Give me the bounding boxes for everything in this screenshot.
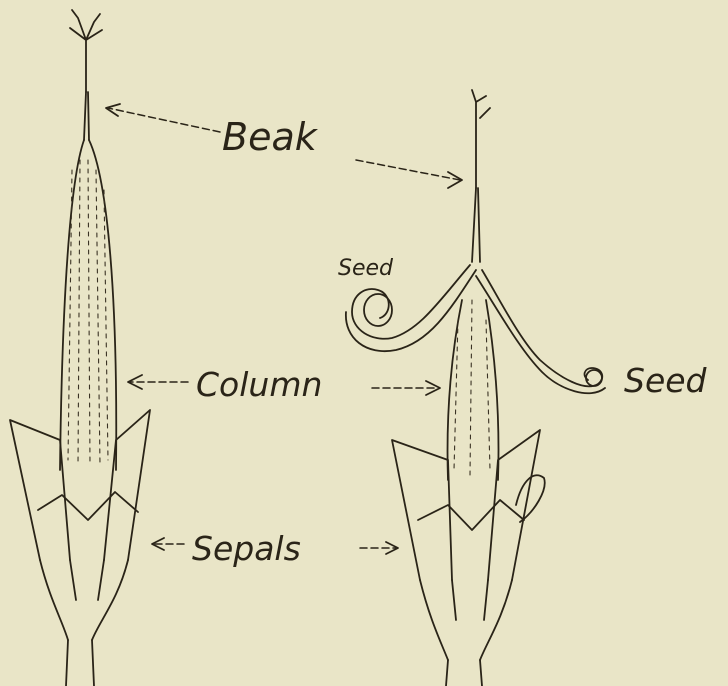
label-seed-top: Seed <box>338 256 394 281</box>
annotation-arrows <box>106 104 462 554</box>
arrow-beak-left <box>108 108 220 132</box>
label-seed-right: Seed <box>624 361 708 400</box>
label-sepals: Sepals <box>192 529 301 568</box>
arrow-beak-right <box>356 160 460 180</box>
label-beak: Beak <box>222 115 319 159</box>
left-fruit <box>10 10 150 686</box>
label-column: Column <box>196 365 322 404</box>
